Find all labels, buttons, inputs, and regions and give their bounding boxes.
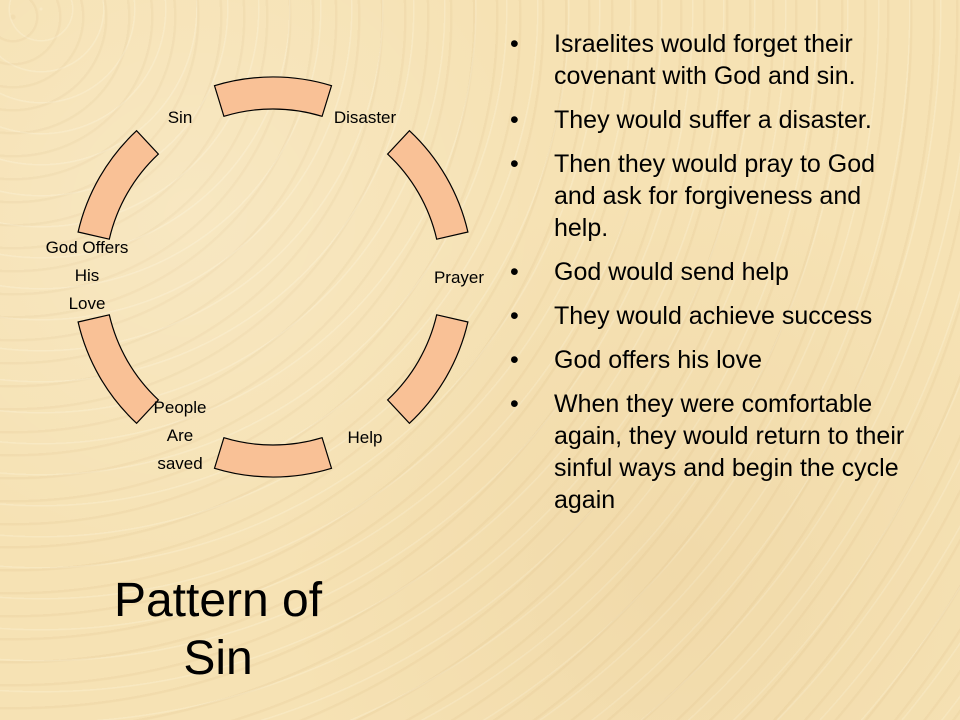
cycle-arc-sin-to-disaster [213, 76, 333, 118]
node-label-god-offers-his-love: God Offers His Love [45, 238, 129, 313]
bullet-item: •When they were comfortable again, they … [510, 390, 905, 514]
bullet-item: •Then they would pray to God and ask for… [510, 150, 876, 242]
slide-title: Pattern of Sin [113, 574, 323, 685]
bullet-item: •They would achieve success [510, 302, 873, 330]
cycle-arc-prayer-to-help [386, 314, 469, 425]
bullet-dot-icon: • [510, 150, 519, 178]
cycle-diagram [77, 76, 469, 478]
node-label-help: Help [347, 428, 383, 447]
node-label-people-are-saved: People Are saved [153, 398, 207, 473]
bullet-dot-icon: • [510, 302, 519, 330]
bullet-dot-icon: • [510, 390, 519, 418]
bullet-item: •God offers his love [510, 346, 762, 374]
cycle-arc-god-love-to-sin [77, 129, 160, 240]
bullet-dot-icon: • [510, 346, 519, 374]
bullet-dot-icon: • [510, 258, 519, 286]
node-label-prayer: Prayer [433, 268, 485, 287]
bullet-item: •They would suffer a disaster. [510, 106, 872, 134]
node-label-sin: Sin [167, 108, 193, 127]
cycle-arc-disaster-to-prayer [386, 129, 469, 240]
bullet-item: •God would send help [510, 258, 789, 286]
cycle-arc-people-saved-to-god-love [77, 314, 160, 425]
cycle-arc-help-to-people-saved [213, 436, 333, 478]
bullet-list: •Israelites would forget their covenant … [496, 28, 916, 528]
bullet-item: •Israelites would forget their covenant … [510, 30, 856, 90]
bullet-dot-icon: • [510, 30, 519, 58]
bullet-dot-icon: • [510, 106, 519, 134]
node-label-disaster: Disaster [333, 108, 397, 127]
